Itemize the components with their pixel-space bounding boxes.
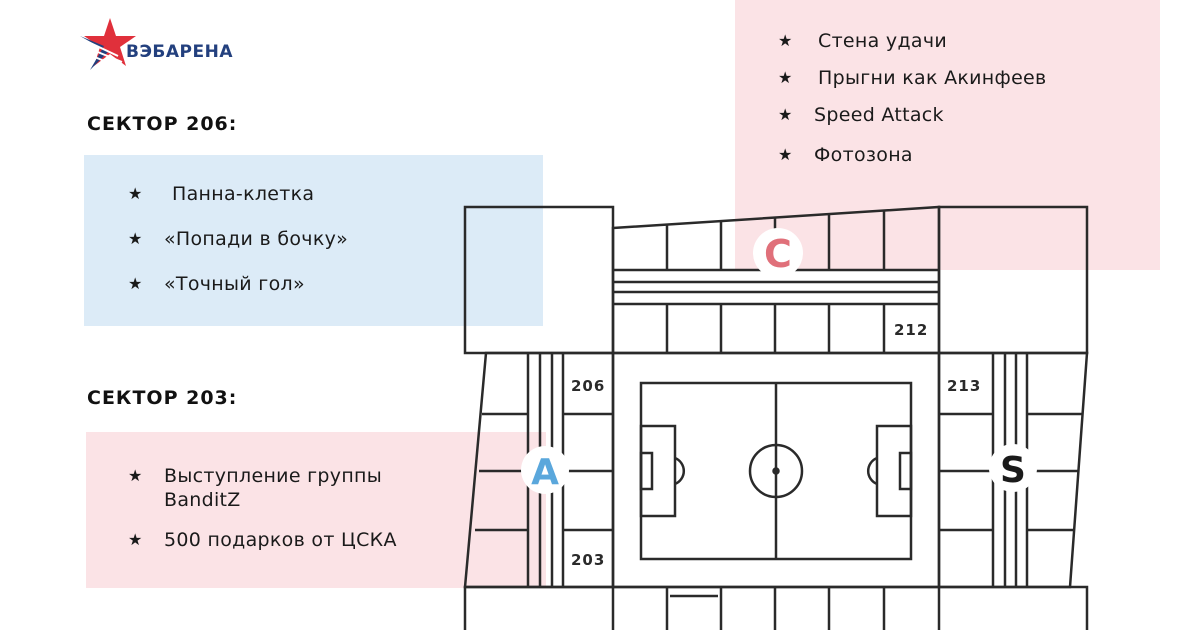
star-bullet-icon: ★ xyxy=(128,274,143,293)
stand-a-label: A xyxy=(531,452,559,493)
sector-203-list: ★Выступление группы BanditZ ★500 подарко… xyxy=(128,464,428,552)
star-bullet-icon: ★ xyxy=(778,31,793,50)
list-item: ★Speed Attack xyxy=(778,104,944,126)
sector-203-title: СЕКТОР 203: xyxy=(87,387,238,409)
sector-212-number: 212 xyxy=(894,321,928,339)
sector-203-panel xyxy=(86,432,546,588)
star-bullet-icon: ★ xyxy=(128,530,143,549)
star-bullet-icon: ★ xyxy=(128,229,143,248)
list-item: ★Прыгни как Акинфеев xyxy=(778,67,1047,89)
sector-206-title: СЕКТОР 206: xyxy=(87,113,238,135)
stand-s-marker: S xyxy=(989,444,1037,492)
sector-206-panel xyxy=(84,155,543,326)
stand-a-marker: A xyxy=(521,446,569,494)
top-right-panel xyxy=(735,0,1160,270)
sector-203-number: 203 xyxy=(571,551,605,569)
star-logo-icon xyxy=(80,18,136,70)
list-item: ★Панна-клетка xyxy=(128,183,315,205)
star-bullet-icon: ★ xyxy=(778,145,793,164)
stand-c-label: C xyxy=(764,232,792,276)
sector-213-number: 213 xyxy=(947,377,981,395)
sector-206-list: ★Панна-клетка ★«Попади в бочку» ★«Точный… xyxy=(128,182,528,296)
list-item: ★«Точный гол» xyxy=(128,273,305,295)
list-item: ★«Попади в бочку» xyxy=(128,228,349,250)
list-item: ★Фотозона xyxy=(778,144,913,166)
top-right-list: ★Стена удачи ★Прыгни как Акинфеев ★Speed… xyxy=(778,29,1138,167)
stand-c-marker: C xyxy=(753,228,803,278)
list-item: ★Выступление группы BanditZ xyxy=(128,465,383,511)
star-bullet-icon: ★ xyxy=(778,105,793,124)
logo: ВЭБАРЕНА xyxy=(78,16,258,72)
star-bullet-icon: ★ xyxy=(778,68,793,87)
logo-text: ВЭБАРЕНА xyxy=(126,42,234,62)
sector-206-number: 206 xyxy=(571,377,605,395)
stand-s-label: S xyxy=(1000,450,1026,491)
star-bullet-icon: ★ xyxy=(128,184,143,203)
list-item: ★Стена удачи xyxy=(778,30,948,52)
star-bullet-icon: ★ xyxy=(128,466,143,485)
list-item: ★500 подарков от ЦСКА xyxy=(128,529,397,551)
